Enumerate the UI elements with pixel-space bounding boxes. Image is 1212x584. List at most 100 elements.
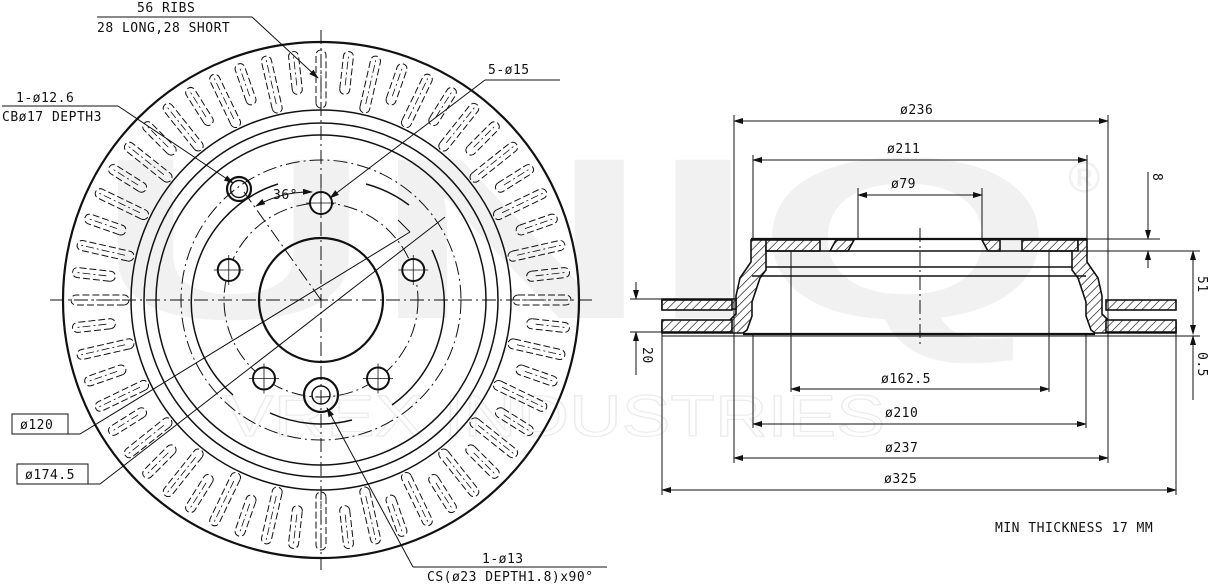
vent-rib — [288, 505, 303, 549]
vent-rib — [339, 505, 354, 549]
vent-rib — [359, 486, 381, 545]
vent-rib — [465, 121, 500, 156]
vent-rib — [469, 417, 518, 459]
vent-rib — [428, 474, 457, 513]
vent-rib — [142, 444, 177, 479]
large-hole-callout-leader — [326, 407, 414, 568]
dim-05-label: 0.5 — [1194, 352, 1209, 377]
vent-rib — [124, 141, 173, 183]
vent-rib — [495, 407, 534, 436]
section-left-inner-plate — [661, 319, 733, 333]
small-hole-callout-leader — [117, 105, 234, 184]
vent-rib — [495, 164, 534, 193]
counterbore-hole-outer — [225, 175, 253, 203]
vent-ribs — [70, 49, 572, 551]
dim-236-label: ø236 — [900, 103, 933, 118]
vent-rib — [438, 103, 480, 152]
vent-rib — [359, 55, 381, 114]
min-thickness-note: MIN THICKNESS 17 MM — [995, 521, 1153, 536]
vent-rib — [261, 486, 283, 545]
dim-210-label: ø210 — [885, 406, 918, 421]
front-view: 36° 56 RIBS 28 LONG,28 SHORT 1-ø12.6 CBø… — [2, 1, 607, 584]
bolt-holes-callout: 5-ø15 — [488, 63, 530, 78]
hat-ring-arc-bottom — [269, 412, 353, 425]
vent-rib — [515, 213, 558, 236]
right-vertical-dimensions: 8 51 0.5 — [1072, 172, 1209, 400]
vent-rib — [209, 472, 241, 527]
vent-rib — [162, 448, 204, 497]
small-hole-callout-line2: CBø17 DEPTH3 — [2, 110, 102, 125]
vent-rib — [76, 240, 135, 262]
vent-rib — [76, 338, 135, 360]
dim-325-label: ø325 — [884, 472, 917, 487]
top-dimensions: ø236 ø211 ø79 — [733, 103, 1109, 345]
vent-rib — [401, 472, 433, 527]
section-top-left-solid — [765, 239, 821, 252]
dim-51-label: 51 — [1194, 276, 1209, 293]
vent-rib — [515, 364, 558, 387]
vent-rib — [185, 474, 214, 513]
hat-outer-edge — [143, 122, 499, 478]
hat-ring-arc-right — [391, 249, 446, 406]
dim-20-label: 20 — [639, 347, 654, 364]
vent-rib — [72, 267, 116, 282]
watermark: UNIQ ® VREX INDUSTRIES — [95, 110, 1100, 450]
vent-rib — [526, 267, 570, 282]
vent-rib — [209, 73, 241, 128]
vent-rib — [234, 494, 257, 537]
vent-rib — [288, 51, 303, 95]
vent-rib — [261, 55, 283, 114]
bolt-holes-callout-leader — [329, 79, 486, 199]
vent-rib — [84, 364, 127, 387]
vent-rib — [108, 407, 147, 436]
vent-rib — [385, 494, 408, 537]
hat-ring-arc-top — [365, 183, 410, 206]
vent-rib — [493, 188, 548, 220]
vent-rib — [339, 51, 354, 95]
counterbore-hole-inner — [229, 179, 249, 199]
section-right-outer-plate — [1105, 299, 1177, 311]
vent-rib — [108, 164, 147, 193]
angle-label: 36° — [273, 188, 298, 203]
vent-rib — [493, 380, 548, 412]
section-left-outer-plate — [661, 299, 733, 311]
vent-rib — [469, 141, 518, 183]
vent-rib — [84, 213, 127, 236]
pcd-label: ø120 — [20, 418, 53, 433]
section-view: ø236 ø211 ø79 ø162.5 ø210 ø237 — [630, 103, 1209, 536]
left-vertical-dimension: 20 — [630, 282, 662, 375]
pcd-label-box — [11, 413, 69, 435]
vent-rib — [234, 63, 257, 106]
vent-rib — [185, 87, 214, 126]
ribs-callout-line2: 28 LONG,28 SHORT — [97, 21, 230, 36]
pcd-leader — [68, 231, 411, 435]
section-top-right-solid — [1021, 239, 1079, 252]
vent-rib — [72, 318, 116, 333]
vent-rib — [94, 380, 149, 412]
angle-ref-line — [243, 191, 322, 301]
hub-diameter-label: ø174.5 — [25, 468, 75, 483]
vent-rib — [385, 63, 408, 106]
dim-237-label: ø237 — [885, 441, 918, 456]
hub-diameter-label-box — [16, 463, 89, 485]
vent-rib — [507, 338, 566, 360]
vent-rib — [438, 448, 480, 497]
hub-diameter-leader — [88, 216, 446, 485]
vent-rib — [124, 417, 173, 459]
vent-rib — [507, 240, 566, 262]
ribs-callout-leader — [251, 16, 319, 79]
vent-rib — [94, 188, 149, 220]
angle-dimension-arc — [255, 188, 313, 207]
dim-162-label: ø162.5 — [881, 372, 931, 387]
watermark-company: VREX INDUSTRIES — [225, 384, 885, 449]
large-hole-callout-line2: CS(ø23 DEPTH1.8)x90° — [427, 570, 594, 584]
pcd-ext — [397, 219, 411, 233]
vent-rib — [401, 73, 433, 128]
vent-rib — [162, 103, 204, 152]
dim-79-label: ø79 — [891, 177, 916, 192]
section-right-inner-plate — [1105, 319, 1177, 333]
section-right-hat — [1071, 239, 1177, 334]
vent-rib — [142, 121, 177, 156]
bottom-dimensions: ø162.5 ø210 ø237 ø325 — [661, 251, 1177, 495]
